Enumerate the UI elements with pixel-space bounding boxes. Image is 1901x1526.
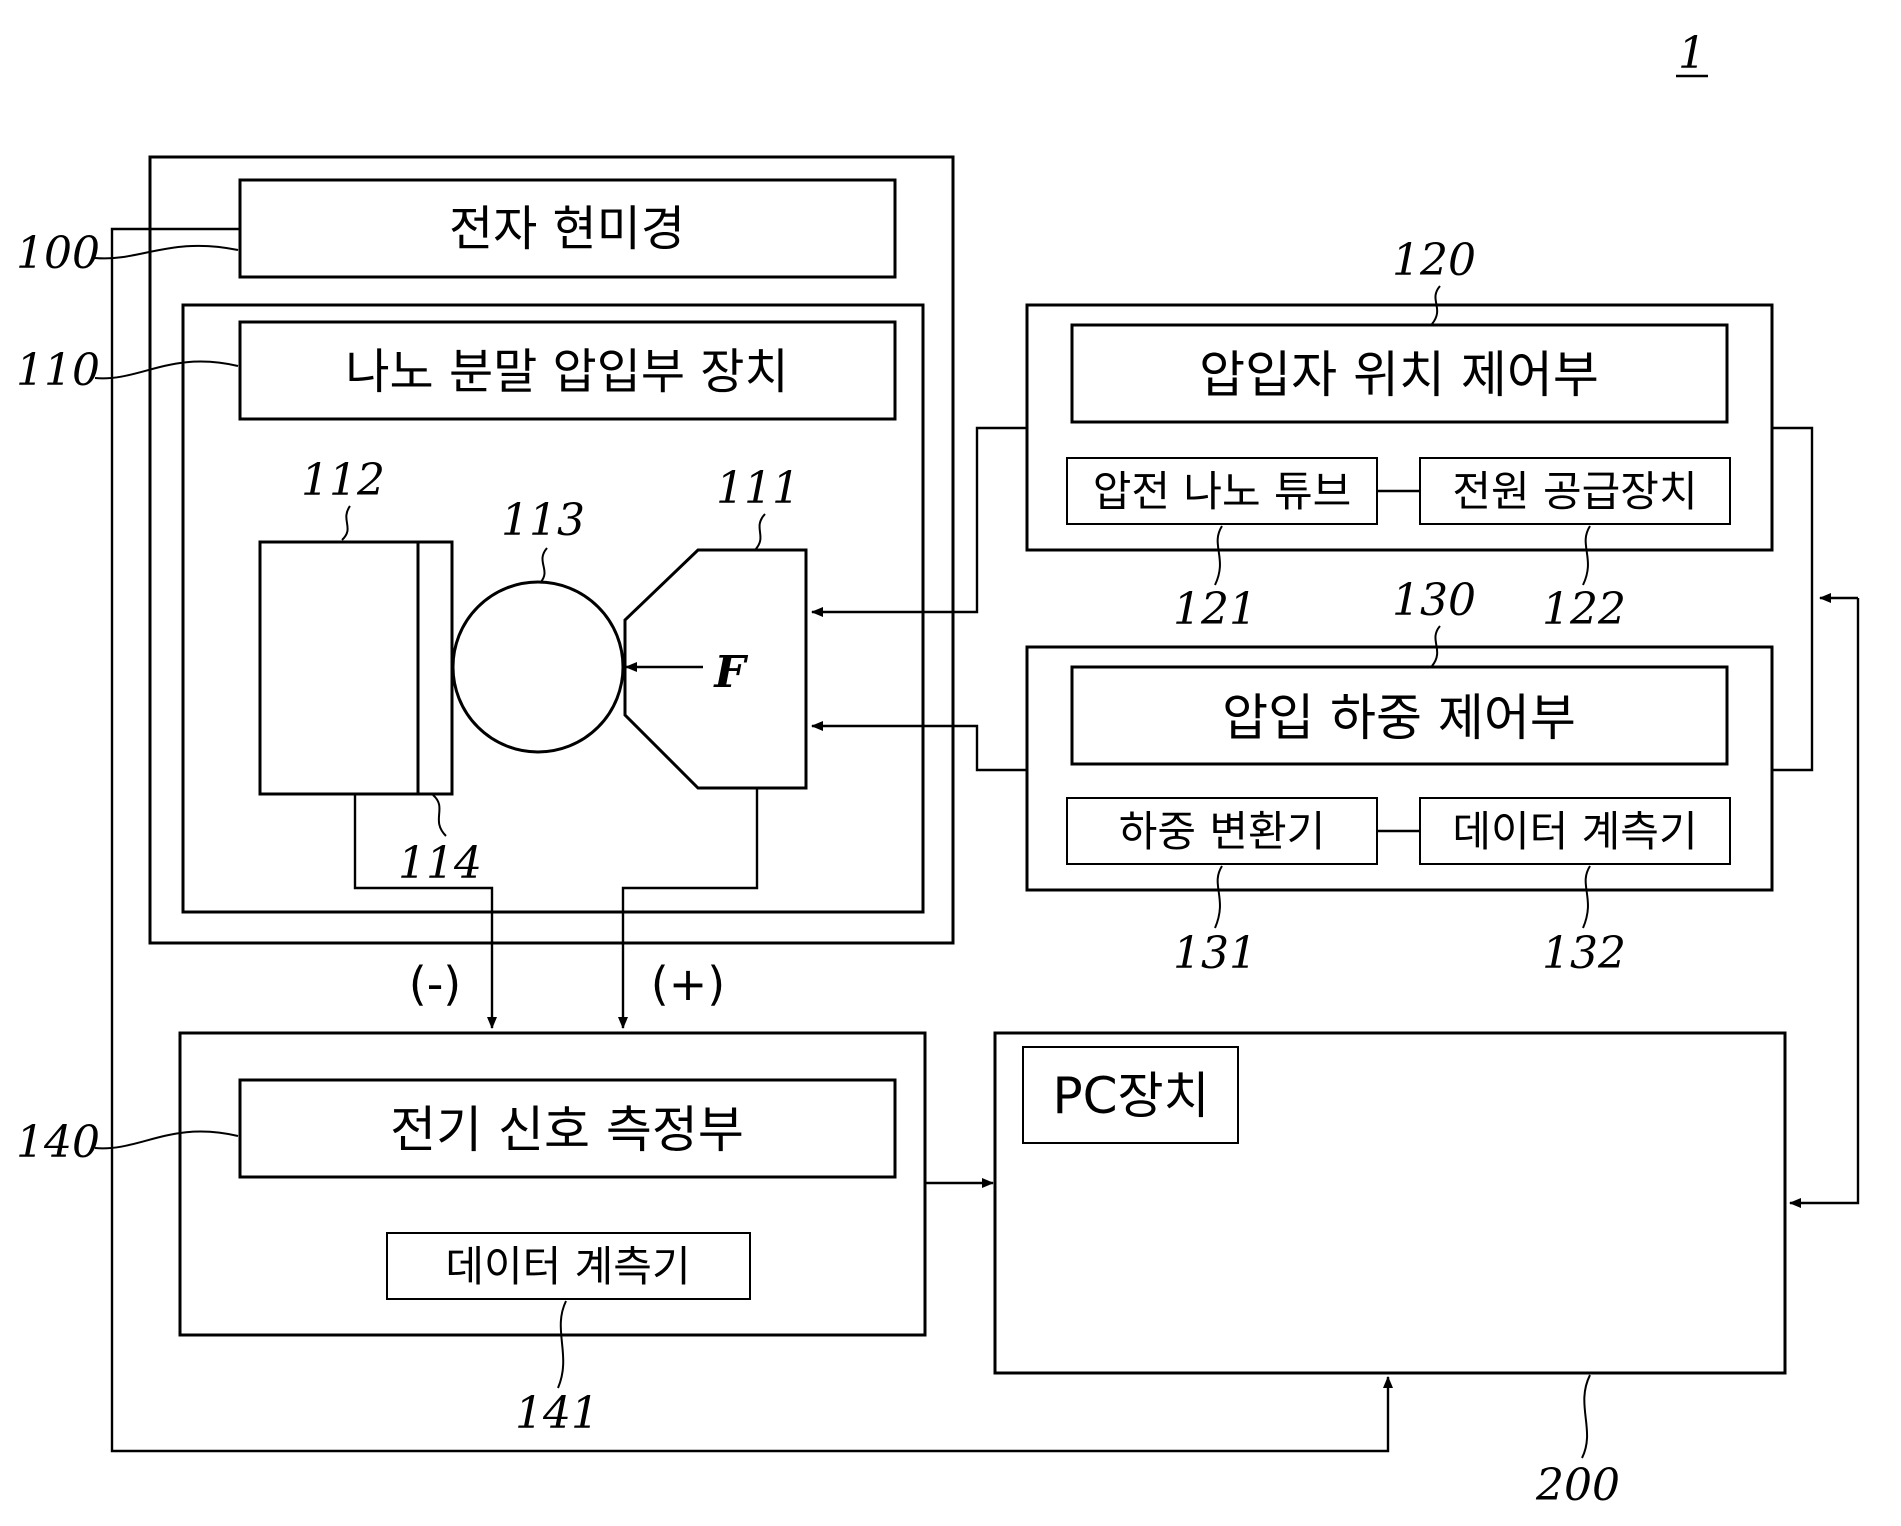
substrate-layer <box>416 540 454 796</box>
ref-100: 100 <box>16 228 239 279</box>
signal-measurement-unit: 전기 신호 측정부 데이터 계측기 <box>178 1031 927 1337</box>
nano-particle <box>451 580 625 754</box>
svg-text:120: 120 <box>1392 235 1476 286</box>
indenter-device-label: 나노 분말 압입부 장치 <box>345 344 788 400</box>
signal-measurement-label: 전기 신호 측정부 <box>390 1101 744 1159</box>
svg-text:1: 1 <box>1678 28 1706 79</box>
position-control-unit: 압입자 위치 제어부 압전 나노 튜브 전원 공급장치 <box>1025 303 1774 552</box>
piezo-tube-label: 압전 나노 튜브 <box>1093 467 1352 516</box>
position-control-label: 압입자 위치 제어부 <box>1199 346 1599 404</box>
ref-121: 121 <box>1173 525 1257 635</box>
svg-text:113: 113 <box>501 495 585 546</box>
load-control-line <box>811 721 1027 772</box>
svg-text:200: 200 <box>1535 1460 1620 1511</box>
svg-text:131: 131 <box>1173 928 1257 979</box>
svg-text:130: 130 <box>1392 575 1476 626</box>
ref-112: 112 <box>301 455 385 541</box>
ref-111: 111 <box>716 463 800 551</box>
right-control-bus <box>1772 426 1814 772</box>
svg-text:112: 112 <box>301 455 385 506</box>
position-control-line <box>811 426 1027 617</box>
pc-feedback-line <box>1789 598 1860 1208</box>
indenter-tip <box>623 548 808 790</box>
svg-text:100: 100 <box>16 228 100 279</box>
indenter-device-box: 나노 분말 압입부 장치 <box>238 320 897 421</box>
ref-122: 122 <box>1542 525 1626 635</box>
ref-131: 131 <box>1173 865 1257 979</box>
svg-text:122: 122 <box>1542 584 1626 635</box>
svg-text:110: 110 <box>16 345 100 396</box>
pc-device: PC장치 <box>993 1031 1787 1375</box>
figure-label: 1 <box>1676 28 1708 79</box>
stage-block <box>258 540 420 796</box>
ref-200: 200 <box>1535 1374 1620 1511</box>
ref-114: 114 <box>398 794 482 889</box>
microscope-label: 전자 현미경 <box>449 201 685 257</box>
force-label: F <box>712 647 748 698</box>
pc-label: PC장치 <box>1052 1067 1209 1125</box>
negative-wire <box>353 794 497 1029</box>
load-control-unit: 압입 하중 제어부 하중 변환기 데이터 계측기 <box>1025 645 1774 892</box>
ref-132: 132 <box>1542 865 1626 979</box>
svg-text:111: 111 <box>716 463 800 514</box>
positive-wire <box>618 788 759 1029</box>
load-control-label: 압입 하중 제어부 <box>1222 689 1576 747</box>
ref-130: 130 <box>1392 575 1476 667</box>
svg-text:121: 121 <box>1173 584 1257 635</box>
svg-text:132: 132 <box>1542 928 1626 979</box>
svg-text:114: 114 <box>398 838 482 889</box>
ref-141: 141 <box>515 1300 599 1439</box>
svg-text:141: 141 <box>515 1388 599 1439</box>
negative-polarity-label: (-) <box>409 957 462 1011</box>
signal-data-logger-label: 데이터 계측기 <box>445 1242 690 1291</box>
load-converter-label: 하중 변환기 <box>1119 807 1326 856</box>
microscope-to-pc-line <box>110 227 1393 1453</box>
ref-113: 113 <box>501 495 585 584</box>
ref-140: 140 <box>16 1117 239 1168</box>
power-supply-label: 전원 공급장치 <box>1452 467 1697 516</box>
load-data-logger-label: 데이터 계측기 <box>1452 807 1697 856</box>
ref-110: 110 <box>16 345 239 396</box>
svg-text:140: 140 <box>16 1117 100 1168</box>
microscope-enclosure <box>148 155 955 945</box>
microscope-box: 전자 현미경 <box>238 178 897 279</box>
positive-polarity-label: (+) <box>651 957 725 1011</box>
ref-120: 120 <box>1392 235 1476 325</box>
indenter-device-enclosure <box>181 303 925 914</box>
